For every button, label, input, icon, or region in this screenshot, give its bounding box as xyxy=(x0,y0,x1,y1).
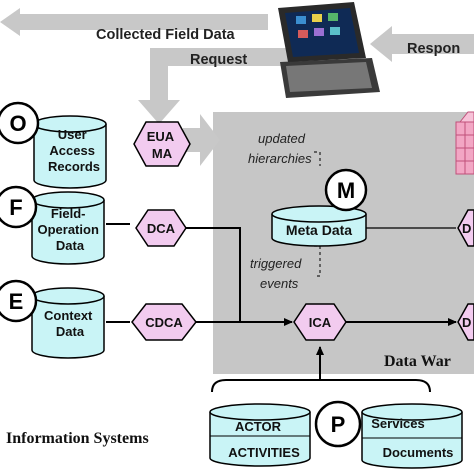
source-cylinder-context xyxy=(31,287,105,359)
agent-hexagon-right-partial-1: D xyxy=(457,209,474,247)
information-systems-label: Information Systems xyxy=(6,430,149,447)
response-arrow xyxy=(370,26,474,62)
svg-text:D: D xyxy=(462,221,471,236)
eua-to-warehouse-arrow xyxy=(183,114,220,166)
triggered-events-label: triggered events xyxy=(250,256,305,291)
collected-field-data-label: Collected Field Data xyxy=(96,27,236,43)
services-documents-cylinder: Services Documents xyxy=(361,403,463,469)
agent-hexagon-eua-ma: EUA MA xyxy=(133,121,191,167)
letter-circle-o: O xyxy=(0,101,40,145)
letter-circle-p: P xyxy=(314,400,362,448)
source-cylinder-field-operation xyxy=(31,191,105,265)
letter-circle-f: F xyxy=(0,185,38,229)
flow-lines xyxy=(106,223,457,393)
svg-text:M: M xyxy=(337,178,355,203)
request-label: Request xyxy=(190,52,247,68)
agent-hexagon-dca: DCA xyxy=(135,209,187,247)
letter-circle-m: M xyxy=(324,168,368,212)
data-warehouse-label: Data War xyxy=(384,353,451,370)
data-cube-grid-icon xyxy=(455,111,474,175)
agent-hexagon-right-partial-2: D xyxy=(457,303,474,341)
svg-text:E: E xyxy=(9,289,24,314)
agent-hexagon-ica: ICA xyxy=(293,303,347,341)
response-label: Respon xyxy=(407,41,460,57)
svg-text:F: F xyxy=(9,195,22,220)
svg-text:ACTOR: ACTOR xyxy=(235,419,282,434)
source-cylinder-user-access xyxy=(33,115,107,189)
svg-text:Documents: Documents xyxy=(383,445,454,460)
handheld-computer-icon xyxy=(278,2,380,98)
context-data-label: Context Data xyxy=(44,308,96,339)
actor-activities-cylinder: ACTOR ACTIVITIES xyxy=(209,403,311,467)
svg-text:DCA: DCA xyxy=(147,221,176,236)
dca-to-ica-line xyxy=(186,227,241,322)
svg-text:CDCA: CDCA xyxy=(145,315,183,330)
svg-text:P: P xyxy=(331,412,346,437)
meta-data-cylinder: Meta Data xyxy=(271,205,367,247)
svg-text:EUA MA: EUA MA xyxy=(147,129,178,161)
svg-text:ACTIVITIES: ACTIVITIES xyxy=(228,445,300,460)
collected-field-data-arrow xyxy=(0,8,268,36)
svg-text:Services: Services xyxy=(371,416,425,431)
svg-text:ICA: ICA xyxy=(309,315,332,330)
letter-circle-e: E xyxy=(0,279,38,323)
svg-text:Meta Data: Meta Data xyxy=(286,222,352,238)
svg-text:D: D xyxy=(462,315,471,330)
user-access-records-label: User Access Records xyxy=(48,127,100,174)
updated-hierarchies-label: updated hierarchies xyxy=(248,131,312,166)
field-operation-data-label: Field- Operation Data xyxy=(37,206,102,253)
svg-text:O: O xyxy=(9,111,26,136)
info-systems-bracket xyxy=(211,379,431,393)
agent-hexagon-cdca: CDCA xyxy=(131,303,197,341)
